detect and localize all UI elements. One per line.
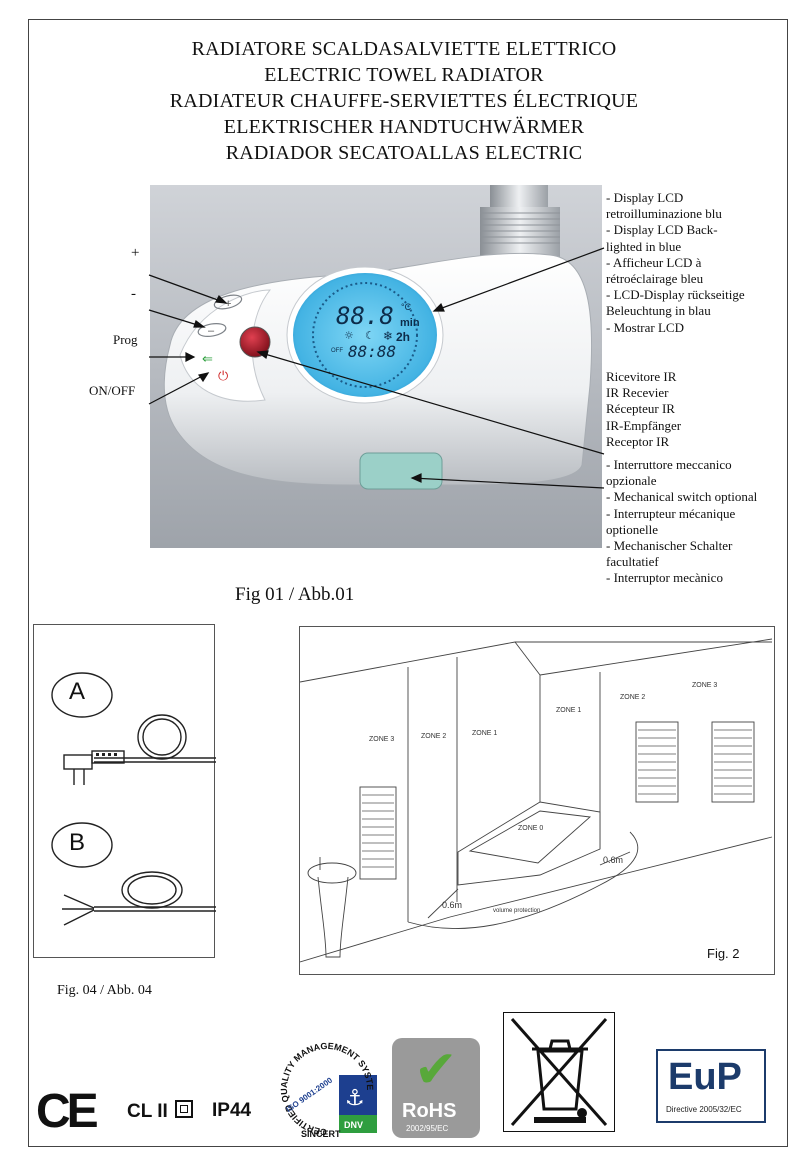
dnv-text: DNV <box>344 1120 363 1130</box>
rohs-logo: ✔ RoHS 2002/95/EC <box>392 1038 480 1138</box>
distance-label: 0.6m <box>442 900 463 910</box>
title-it: RADIATORE SCALDASALVIETTE ELETTRICO <box>191 38 617 60</box>
label-plus: + <box>131 245 140 261</box>
fig01-caption: Fig 01 / Abb.01 <box>235 584 355 605</box>
desc-line: - Interruptor mecànico <box>606 570 723 586</box>
sincert-text: SINCERT <box>301 1129 341 1139</box>
display-description: - Display LCD retroilluminazione blu - D… <box>606 190 806 336</box>
svg-text:+: + <box>225 298 231 310</box>
fig04-label-b: B <box>69 829 86 856</box>
double-square-icon <box>175 1100 194 1118</box>
moon-icon: ☾ <box>365 329 375 342</box>
fig04-caption: Fig. 04 / Abb. 04 <box>57 983 152 998</box>
desc-line: IR Recevier <box>606 385 669 401</box>
desc-line: Ricevitore IR <box>606 369 677 384</box>
zone-label: ZONE 2 <box>620 694 646 701</box>
distance-label: 0.6m <box>603 855 624 865</box>
lcd-bottom-digits: 88:88 <box>348 342 397 361</box>
svg-text:–: – <box>208 325 215 337</box>
checkmark-icon: ✔ <box>414 1040 458 1100</box>
eup-logo: EuP Directive 2005/32/EC <box>656 1049 766 1123</box>
desc-line: - LCD-Display rückseitige <box>606 287 745 303</box>
title-en: ELECTRIC TOWEL RADIATOR <box>264 64 544 86</box>
lcd-unit-min: min <box>400 317 420 329</box>
product-photo: + – ⇐ ⏻ <box>150 185 602 548</box>
lcd-unit-c: °C <box>401 302 412 312</box>
desc-line: - Afficheur LCD à <box>606 254 702 270</box>
class-ii-mark: CL II <box>127 1100 194 1123</box>
zone-label: ZONE 3 <box>692 682 718 689</box>
fig2-bathroom-diagram <box>299 626 775 975</box>
page-frame <box>28 19 788 1147</box>
svg-text:⚓: ⚓ <box>345 1086 365 1111</box>
fig04-label-a: A <box>69 678 86 705</box>
desc-line: retroilluminazione blu <box>606 206 722 222</box>
title-de: ELEKTRISCHER HANDTUCHWÄRMER <box>223 116 585 138</box>
switch-description: - Interruttore meccanico opzionale - Mec… <box>606 457 806 587</box>
desc-line: Beleuchtung in blau <box>606 303 711 319</box>
desc-line: Récepteur IR <box>606 401 675 417</box>
rohs-subtext: 2002/95/EC <box>406 1124 449 1133</box>
desc-line: - Mechanical switch optional <box>606 489 758 505</box>
desc-line: IR-Empfänger <box>606 417 682 433</box>
lcd-top-digits: 88.8 <box>336 302 394 330</box>
title-es: RADIADOR SECATOALLAS ELECTRIC <box>225 142 583 164</box>
lcd-hours: 2h <box>396 330 411 344</box>
desc-line: - Interrupteur mécanique <box>606 505 736 521</box>
iso-certification-logo: CERTIFIED QUALITY MANAGEMENT SYSTEM ISO … <box>269 1027 381 1143</box>
desc-line: - Mechanischer Schalter <box>606 538 733 554</box>
weee-crossed-bin-icon <box>503 1012 615 1132</box>
desc-line: optionelle <box>606 521 658 537</box>
ce-mark: CE <box>36 1085 99 1138</box>
desc-line: opzionale <box>606 473 657 489</box>
class-ii-text: CL II <box>127 1101 168 1122</box>
label-prog: Prog <box>113 332 138 347</box>
desc-line: lighted in blue <box>606 238 682 254</box>
lcd-off: OFF <box>331 348 343 354</box>
desc-line: Receptor IR <box>606 433 670 449</box>
label-onoff: ON/OFF <box>89 383 136 398</box>
eup-text: EuP <box>668 1056 742 1098</box>
zone-label: ZONE 1 <box>556 707 582 714</box>
desc-line: - Mostrar LCD <box>606 319 684 335</box>
desc-line: rétroéclairage bleu <box>606 271 704 287</box>
svg-text:⇐: ⇐ <box>202 351 213 366</box>
rohs-text: RoHS <box>402 1100 457 1122</box>
ir-description: Ricevitore IR IR Recevier Récepteur IR I… <box>606 369 806 450</box>
title-block: RADIATORE SCALDASALVIETTE ELETTRICO ELEC… <box>0 36 808 166</box>
volume-protection-label: volume protection <box>493 908 541 914</box>
fig2-caption: Fig. 2 <box>707 946 740 961</box>
zone-label: ZONE 0 <box>518 825 544 832</box>
iso-text: ISO 9001:2000 <box>284 1075 334 1114</box>
sun-icon: ☼ <box>344 329 354 342</box>
desc-line: - Display LCD Back- <box>606 222 718 238</box>
ip44-mark: IP44 <box>212 1100 252 1121</box>
title-fr: RADIATEUR CHAUFFE-SERVIETTES ÉLECTRIQUE <box>169 90 639 112</box>
desc-line: - Interruttore meccanico <box>606 457 732 472</box>
snowflake-icon: ❄ <box>383 329 394 343</box>
fig04-diagram <box>33 624 216 958</box>
label-minus: - <box>131 286 136 302</box>
zone-label: ZONE 2 <box>421 733 447 740</box>
zone-label: ZONE 3 <box>369 736 395 743</box>
desc-line: - Display LCD <box>606 190 684 205</box>
eup-subtext: Directive 2005/32/EC <box>666 1105 742 1114</box>
svg-text:⏻: ⏻ <box>218 368 228 383</box>
zone-label: ZONE 1 <box>472 730 498 737</box>
desc-line: facultatief <box>606 554 659 570</box>
